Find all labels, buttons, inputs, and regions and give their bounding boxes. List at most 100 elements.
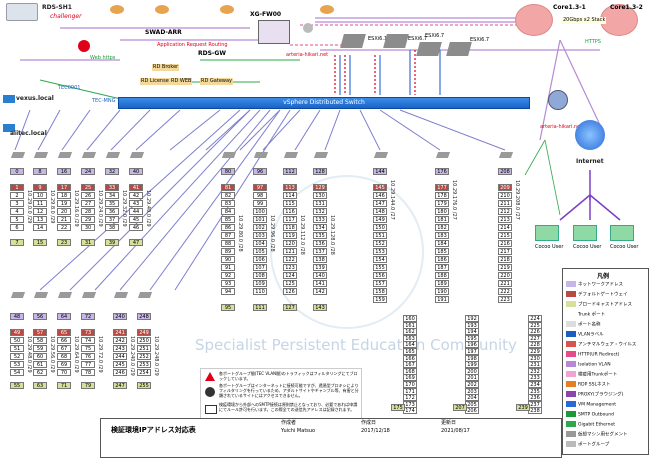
port-switch-icon [81,152,97,158]
host-address-cell: 252 [137,353,151,360]
firewall-icon [258,20,290,44]
host-address-cell: 91 [221,264,235,271]
host-address-cell: 162 [403,328,417,336]
host-address-cell: 184 [435,240,449,247]
host-address-cell: 211 [498,200,512,207]
legend-label: ポートグループ [578,442,610,448]
author-label: 作成者 [281,420,297,426]
host-address-cell: 190 [435,288,449,295]
host-address-cell: 139 [313,264,327,271]
host-address-cell: 188 [435,272,449,279]
host-address-cell: 12 [33,208,47,215]
host-address-cell: 161 [403,321,417,329]
cocoo-label-1: Cocoo User [535,244,564,250]
legend-item: アンチマルウェア・ウイルス [566,341,636,348]
host-address-cell: 229 [528,348,542,355]
host-address-cell: 212 [498,208,512,215]
host-address-cell: 42 [129,192,143,199]
router-icon [110,5,124,14]
host-address-cell: 133 [313,216,327,223]
subnet-label: 10.29.208.0 /27 [514,180,520,220]
network-address-cell: 176 [435,168,449,175]
host-address-cell: 238 [528,407,542,415]
note-3: 検疫環境から外部へのSMTP接続は原則禁止となっており、必要であれば申請にてルー… [219,402,358,412]
host-address-cell: 44 [129,208,143,215]
host-address-cell: 5 [10,216,24,223]
host-address-cell: 76 [81,353,95,360]
gateway-cell: 81 [221,184,235,191]
legend-label: ネットワークアドレス [578,282,623,288]
host-address-cell: 61 [33,361,47,368]
esxi-host-icon [416,42,442,56]
host-address-cell: 234 [528,381,542,388]
host-address-cell: 179 [435,200,449,207]
host-address-cell: 150 [373,224,387,231]
user-pc-icon [573,225,597,241]
host-address-cell: 254 [137,369,151,376]
legend-label: VM Management [578,402,617,408]
host-address-cell: 43 [129,200,143,207]
host-address-cell: 84 [221,208,235,215]
mail-icon [205,405,217,414]
web-https-label: Web https [90,55,116,61]
host-address-cell: 201 [465,374,479,382]
gateway-cell: 97 [253,184,267,191]
gateway-cell: 49 [10,329,24,336]
host-address-cell: 94 [221,288,235,295]
broadcast-cell: 127 [283,304,297,311]
host-address-cell: 217 [498,248,512,255]
host-address-cell: 231 [528,361,542,369]
legend-item: ポート名称 [566,321,601,328]
host-address-cell: 58 [33,337,47,344]
network-address-cell: 248 [137,313,151,320]
host-address-cell: 88 [221,240,235,247]
port-switch-icon [221,152,237,158]
host-address-cell: 21 [57,216,71,223]
host-address-cell: 138 [313,256,327,263]
host-address-cell: 78 [81,369,95,376]
host-address-cell: 193 [465,321,479,329]
host-address-cell: 154 [373,256,387,263]
host-address-cell: 167 [403,361,417,369]
host-address-cell: 62 [33,369,47,376]
host-address-cell: 114 [283,192,297,199]
legend-label: PROXY(ブラウジング) [578,392,624,398]
core1-label: Core1.3-1 [553,4,586,11]
host-address-cell: 243 [113,345,127,352]
network-address-cell: 208 [498,168,512,175]
host-address-cell: 246 [113,369,127,376]
host-address-cell: 227 [528,334,542,342]
subnet-label: 10.29.16.0 /29 [73,190,79,227]
note-2: 各ポートグループはインターネットに接続可能ですが、透過型プロキシによりフィルタリ… [219,383,359,398]
host-address-cell: 158 [373,288,387,295]
host-address-cell: 89 [221,248,235,255]
host-address-cell: 101 [253,216,267,223]
host-address-cell: 204 [465,394,479,402]
legend-label: デフォルトゲートウェイ [578,292,628,298]
legend-label: 検疫用Trunkポート [578,372,618,378]
host-address-cell: 170 [403,381,417,388]
host-address-cell: 86 [221,224,235,231]
host-address-cell: 75 [81,345,95,352]
legend-item: Trunk ポート [566,311,605,318]
subnet-label: 10.29.48.0 /29 [26,336,32,373]
document-title: 検証環境IPアドレス対応表 [111,426,196,434]
subnet-label: 10.29.64.0 /29 [73,336,79,373]
host-address-cell: 117 [283,216,297,223]
gateway-cell: 25 [81,184,95,191]
subnet-label: 10.29.0.0 /29 [26,190,32,224]
host-address-cell: 52 [10,353,24,360]
host-address-cell: 98 [253,192,267,199]
host-address-cell: 186 [435,256,449,263]
host-address-cell: 18 [57,192,71,199]
host-address-cell: 106 [253,256,267,263]
host-address-cell: 54 [10,369,24,376]
host-address-cell: 195 [465,334,479,342]
legend-label: VLANラベル [578,332,604,338]
internet-cloud-icon [575,120,605,150]
port-switch-icon [435,152,451,158]
host-address-cell: 146 [373,192,387,199]
network-address-cell: 144 [373,168,387,175]
host-address-cell: 233 [528,374,542,382]
